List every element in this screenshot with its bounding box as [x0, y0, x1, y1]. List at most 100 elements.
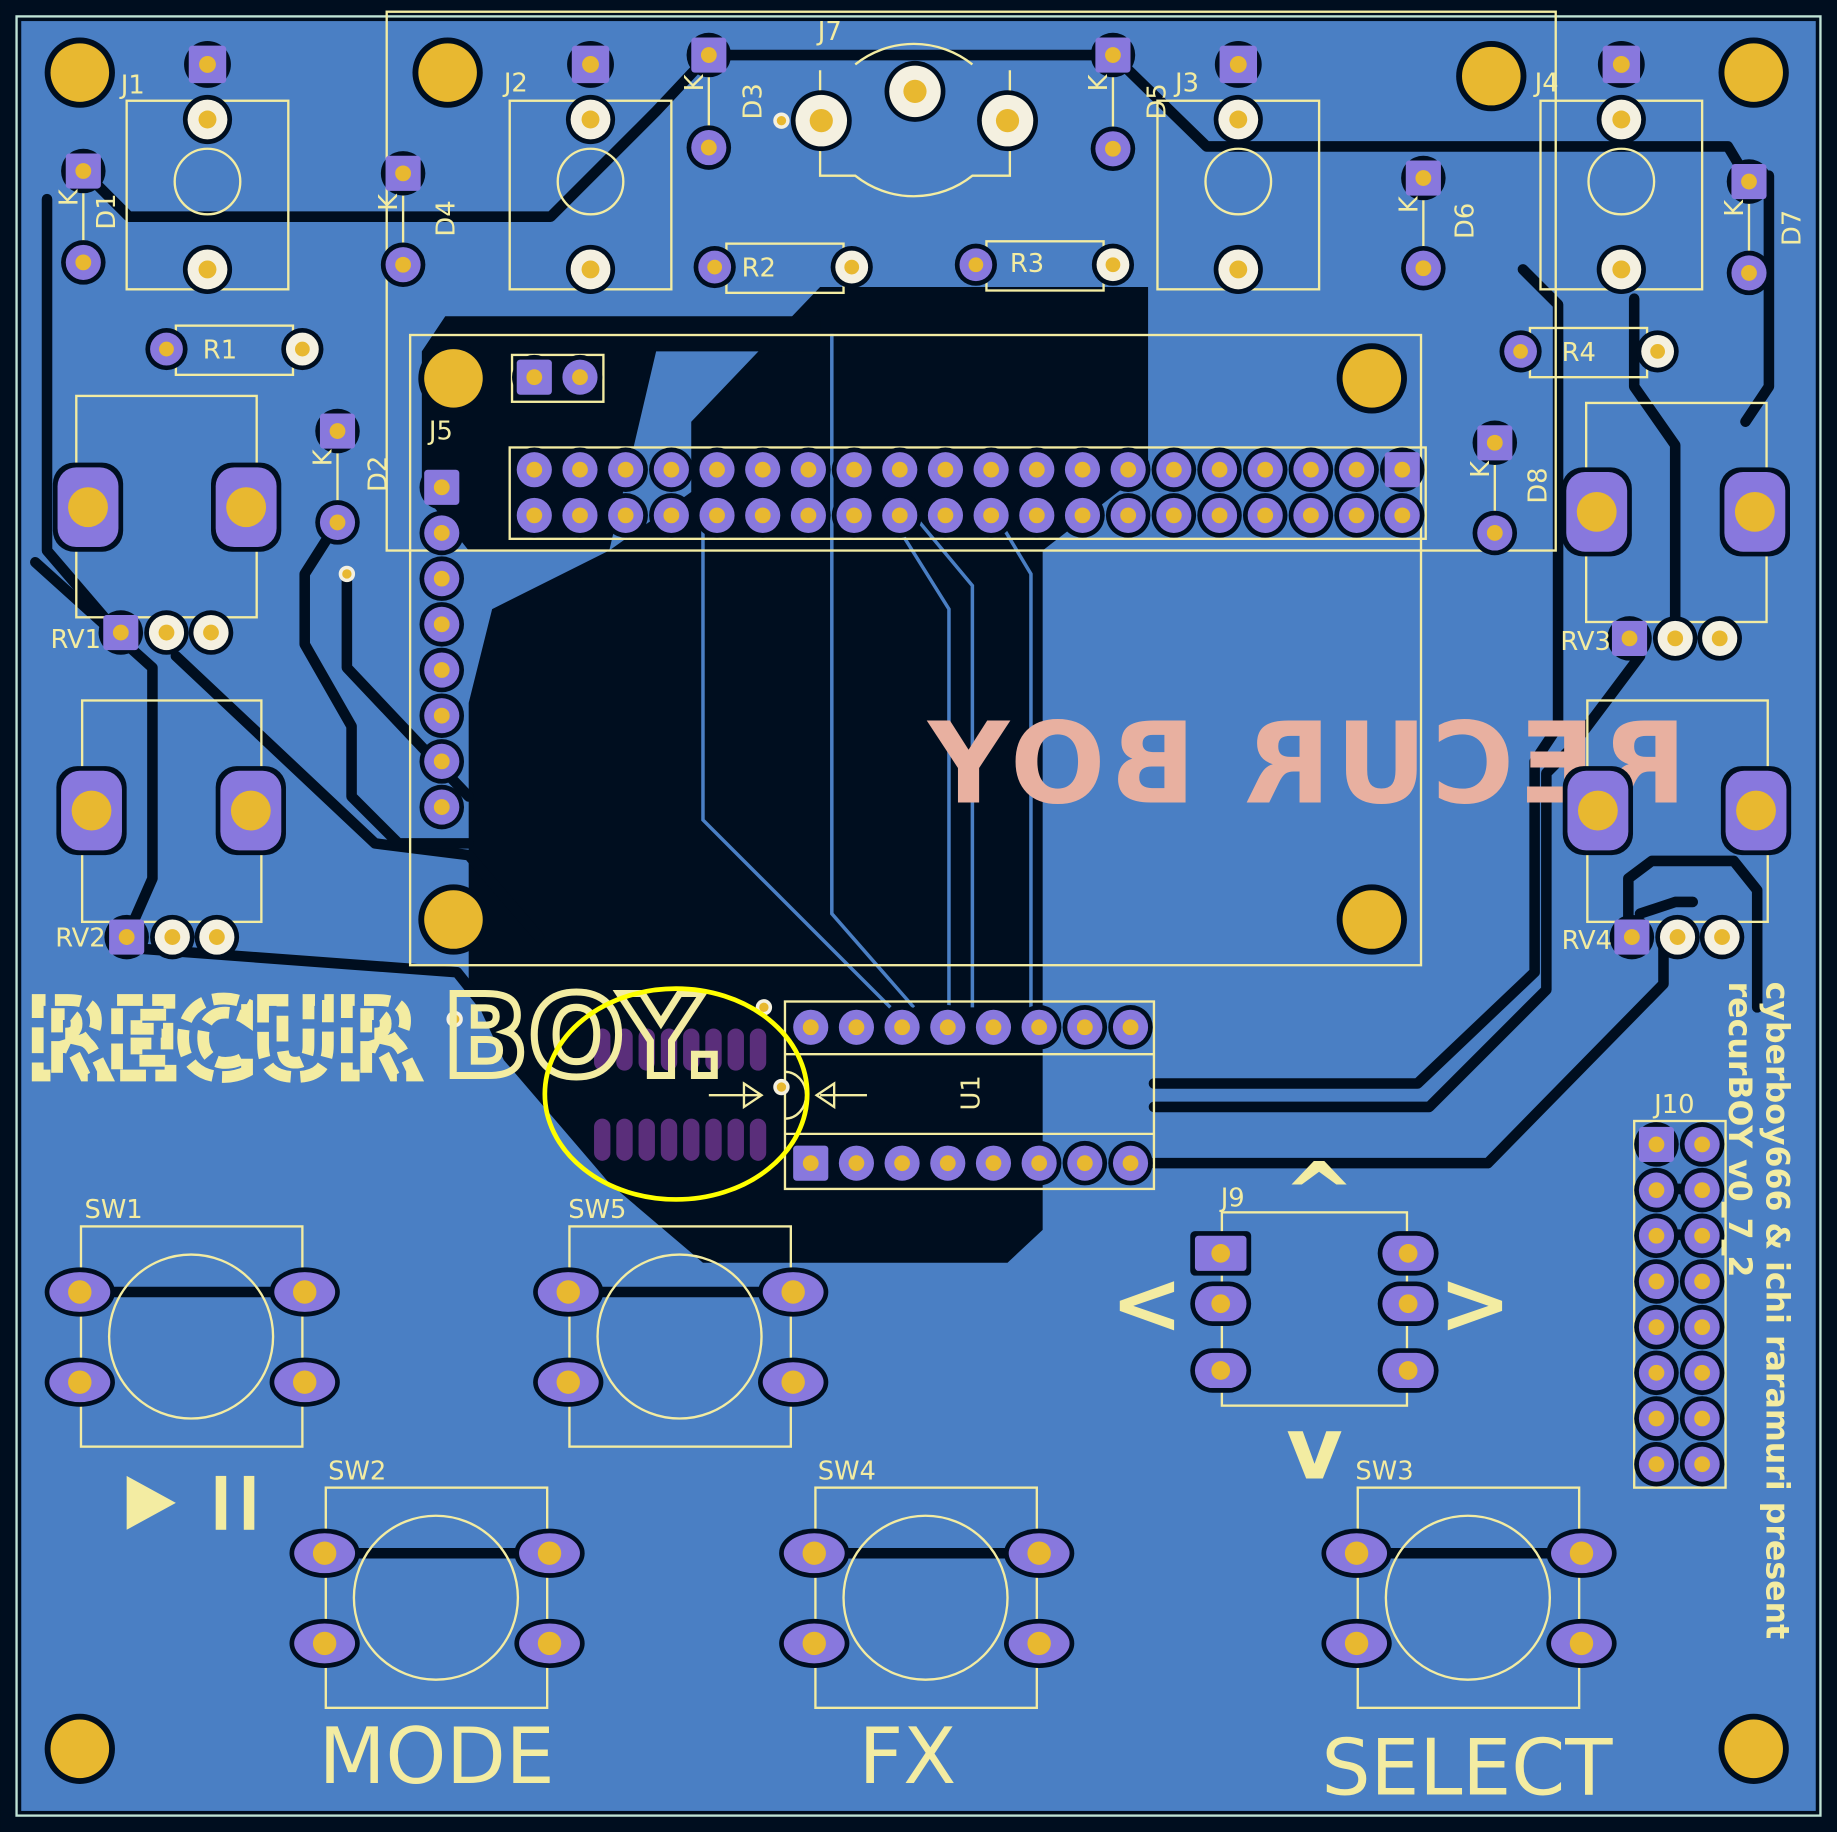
- header-pin: [557, 447, 603, 492]
- j10-pin: [1679, 1259, 1725, 1304]
- u1-pin: [834, 1005, 879, 1050]
- pot-pin: [1655, 914, 1700, 960]
- j10-pin: [1679, 1350, 1725, 1396]
- j10-pin: [1634, 1396, 1679, 1441]
- label-r1: R1: [203, 335, 237, 365]
- u1-pin: [925, 1005, 971, 1050]
- label-d5: D5: [1143, 83, 1173, 119]
- label-k-d1: K: [54, 188, 84, 206]
- header-pin: [1014, 447, 1060, 492]
- label-d1: D1: [92, 193, 122, 229]
- label-j9: J9: [1219, 1183, 1245, 1213]
- smd-pad: [616, 1118, 633, 1161]
- j10-pin: [1679, 1304, 1725, 1350]
- j10-pin: [1679, 1396, 1725, 1441]
- pot-mount: [52, 462, 282, 552]
- label-u1: U1: [956, 1075, 986, 1110]
- j10-pin: [1634, 1213, 1679, 1259]
- mounting-hole: [412, 37, 483, 108]
- resistor-pad: [1499, 330, 1542, 373]
- header-pin: [877, 493, 923, 538]
- switch-pad: [514, 1528, 585, 1578]
- u1-pin: [1016, 1140, 1062, 1186]
- smd-pad: [638, 1118, 655, 1161]
- header-pin: [1380, 493, 1425, 538]
- header-pin: [1242, 493, 1288, 538]
- ref-labels: J1 J2 J3 J4 J7 J5 J9 J10 R1 R2 R3 R4 RV1…: [51, 17, 1808, 1487]
- resistor-pad: [1636, 330, 1679, 373]
- display-pin: [419, 739, 465, 784]
- via: [773, 1078, 790, 1096]
- jack-pin: [1213, 244, 1263, 295]
- header-pin: [649, 447, 694, 492]
- switch-outline: [1356, 1486, 1581, 1710]
- label-r3: R3: [1010, 249, 1044, 279]
- diode-pad: [1472, 420, 1518, 466]
- label-sw3: SW3: [1355, 1456, 1413, 1486]
- smd-pad: [660, 1028, 678, 1071]
- header-pin: [1060, 447, 1105, 492]
- traces: [30, 49, 1775, 1559]
- header-pin: [512, 447, 557, 492]
- j10-pin: [1634, 1259, 1679, 1304]
- smd-pad: [749, 1028, 767, 1071]
- header-pin: [1288, 493, 1334, 538]
- header-pin: [877, 447, 923, 492]
- label-d4: D4: [432, 200, 462, 236]
- label-j10: J10: [1652, 1090, 1694, 1120]
- diode-pad: [1472, 510, 1518, 556]
- diode-pad: [1090, 126, 1136, 172]
- u1-pin: [971, 1005, 1016, 1050]
- switch-pad: [1546, 1528, 1617, 1578]
- j7-pin: [977, 90, 1038, 152]
- header-pin: [1380, 447, 1425, 492]
- diode-pad: [1401, 155, 1446, 201]
- j10-pin: [1679, 1122, 1725, 1167]
- pot-pin: [1607, 616, 1652, 661]
- switch-outline: [568, 1225, 792, 1448]
- mounting-hole: [418, 343, 489, 414]
- mounting-hole: [1718, 37, 1789, 108]
- switch-pad: [269, 1267, 340, 1317]
- back-logo: RECUR BOY: [923, 698, 1687, 829]
- pot-pin: [1699, 914, 1745, 960]
- smd-pad: [683, 1118, 700, 1161]
- diode-pad: [1726, 250, 1772, 296]
- jack-pin: [1596, 94, 1646, 145]
- j7-pin: [790, 90, 852, 152]
- smd-pad: [705, 1118, 722, 1161]
- mounting-hole: [1718, 1713, 1789, 1784]
- label-d8: D8: [1523, 467, 1553, 503]
- j7-pin: [884, 60, 946, 122]
- switch-circle: [842, 1514, 1009, 1681]
- smd-pad: [638, 1028, 655, 1071]
- diode-pad: [61, 240, 106, 285]
- diode-pad: [380, 151, 426, 196]
- u1-pin: [1108, 1005, 1153, 1050]
- pot-pin: [1652, 616, 1698, 661]
- label-rv4: RV4: [1562, 926, 1612, 956]
- u1-pin: [1062, 1005, 1108, 1050]
- label-sw2: SW2: [328, 1456, 386, 1486]
- jack-pin: [1597, 40, 1645, 88]
- smd-pad: [594, 1118, 611, 1161]
- switch-pad: [269, 1357, 340, 1407]
- diode-pad: [61, 148, 106, 194]
- diode-pad: [686, 125, 732, 170]
- board-edge: [15, 15, 1822, 1817]
- header-pin: [649, 493, 694, 538]
- arrow-left: <: [1111, 1254, 1184, 1354]
- jack-pin: [182, 94, 233, 145]
- via: [338, 565, 356, 583]
- label-k-d4: K: [374, 193, 404, 211]
- pot-pin: [98, 610, 144, 655]
- switch-outline: [814, 1486, 1038, 1710]
- j10-pin: [1634, 1122, 1679, 1167]
- header-pin: [1105, 447, 1151, 492]
- switch-pad: [289, 1618, 360, 1669]
- label-sw5: SW5: [568, 1195, 626, 1225]
- u1-pin: [834, 1140, 879, 1186]
- j10-pin: [1679, 1441, 1725, 1487]
- switch-pad: [1321, 1528, 1392, 1578]
